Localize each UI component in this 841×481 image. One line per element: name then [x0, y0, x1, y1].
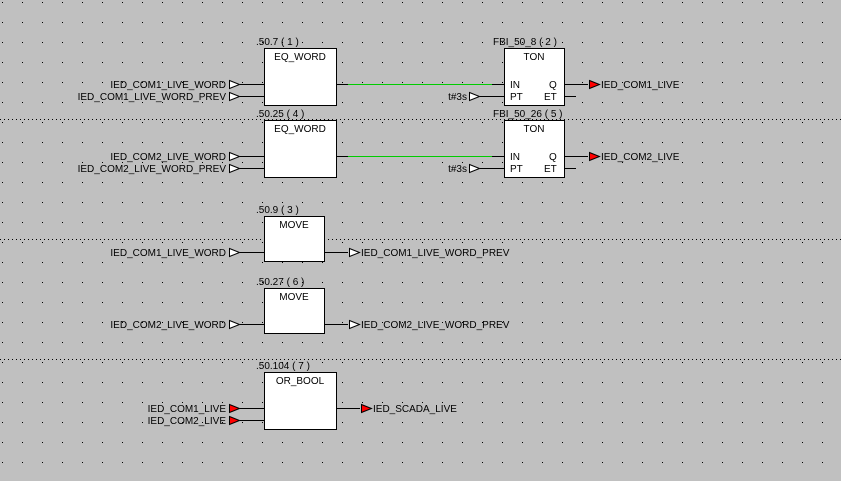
output-variable-label[interactable]: IED_COM2_LIVE: [601, 152, 680, 163]
block-type-label: MOVE: [279, 292, 309, 303]
eq-word-block[interactable]: [264, 120, 337, 178]
block-instance-label: FBI_50_8 ( 2 ): [493, 37, 557, 48]
block-instance-label: .50.9 ( 3 ): [256, 205, 299, 216]
input-variable-label[interactable]: IED_COM1_LIVE_WORD: [110, 248, 226, 259]
block-instance-label: .50.27 ( 6 ): [256, 277, 304, 288]
block-instance-label: FBI_50_26 ( 5 ): [493, 109, 562, 120]
output-variable-label[interactable]: IED_COM2_LIVE_WORD_PREV: [361, 320, 510, 331]
constant-label[interactable]: t#3s: [448, 92, 467, 103]
bool-output-pin-icon[interactable]: [589, 151, 601, 162]
ton-timer-block[interactable]: [504, 120, 565, 178]
bool-input-pin-icon[interactable]: [229, 415, 241, 426]
block-instance-label: .50.104 ( 7 ): [256, 361, 310, 372]
block-instance-label: .50.25 ( 4 ): [256, 109, 304, 120]
input-pin-icon[interactable]: [229, 319, 241, 330]
constant-label[interactable]: t#3s: [448, 164, 467, 175]
eq-word-block[interactable]: [264, 48, 337, 106]
input-variable-label[interactable]: IED_COM2_LIVE_WORD_PREV: [78, 164, 227, 175]
move-block[interactable]: [264, 216, 325, 262]
input-pin-icon[interactable]: [469, 91, 481, 102]
input-variable-label[interactable]: IED_COM1_LIVE: [148, 404, 227, 415]
input-variable-label[interactable]: IED_COM2_LIVE_WORD: [110, 152, 226, 163]
pin-label: Q: [549, 80, 557, 91]
or-bool-block[interactable]: [264, 372, 337, 430]
output-pin-icon[interactable]: [349, 319, 361, 330]
output-variable-label[interactable]: IED_COM1_LIVE: [601, 80, 680, 91]
input-pin-icon[interactable]: [229, 247, 241, 258]
pin-label: IN: [510, 80, 520, 91]
output-pin-icon[interactable]: [349, 247, 361, 258]
pin-label: PT: [510, 164, 523, 175]
input-variable-label[interactable]: IED_COM1_LIVE_WORD: [110, 80, 226, 91]
input-pin-icon[interactable]: [229, 151, 241, 162]
input-pin-icon[interactable]: [469, 163, 481, 174]
input-variable-label[interactable]: IED_COM2_LIVE: [148, 416, 227, 427]
bool-output-pin-icon[interactable]: [361, 403, 373, 414]
output-variable-label[interactable]: IED_COM1_LIVE_WORD_PREV: [361, 248, 510, 259]
bool-output-pin-icon[interactable]: [589, 79, 601, 90]
move-block[interactable]: [264, 288, 325, 334]
pin-label: IN: [510, 152, 520, 163]
bool-input-pin-icon[interactable]: [229, 403, 241, 414]
input-pin-icon[interactable]: [229, 79, 241, 90]
block-type-label: OR_BOOL: [276, 376, 325, 387]
input-pin-icon[interactable]: [229, 91, 241, 102]
input-variable-label[interactable]: IED_COM2_LIVE_WORD: [110, 320, 226, 331]
block-instance-label: .50.7 ( 1 ): [256, 37, 299, 48]
section-separators: [0, 119, 841, 360]
pin-label: ET: [544, 92, 557, 103]
input-variable-label[interactable]: IED_COM1_LIVE_WORD_PREV: [78, 92, 227, 103]
block-type-label: EQ_WORD: [274, 124, 326, 135]
pin-label: ET: [544, 164, 557, 175]
output-variable-label[interactable]: IED_SCADA_LIVE: [373, 404, 457, 415]
pin-label: PT: [510, 92, 523, 103]
ton-timer-block[interactable]: [504, 48, 565, 106]
pin-label: Q: [549, 152, 557, 163]
block-type-label: TON: [524, 124, 545, 135]
block-type-label: TON: [524, 52, 545, 63]
block-type-label: MOVE: [279, 220, 309, 231]
input-pin-icon[interactable]: [229, 163, 241, 174]
block-type-label: EQ_WORD: [274, 52, 326, 63]
